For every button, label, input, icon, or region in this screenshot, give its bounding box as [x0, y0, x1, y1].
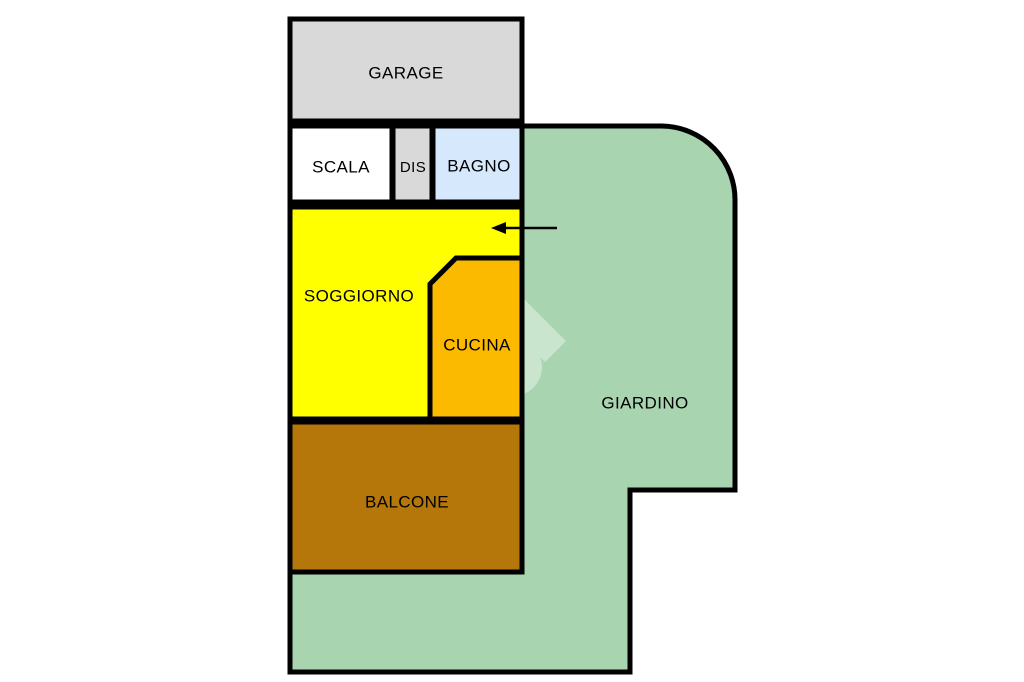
label-giardino: GIARDINO — [601, 393, 688, 412]
balcone-shape — [287, 419, 525, 575]
room-garage[interactable] — [287, 16, 525, 124]
room-cucina[interactable] — [427, 255, 525, 422]
scala-shape — [287, 123, 395, 205]
entrance-arrow-head-icon — [491, 222, 506, 234]
room-balcone[interactable] — [287, 419, 525, 575]
room-scala[interactable] — [287, 123, 395, 205]
label-bagno: BAGNO — [447, 156, 510, 175]
room-bagno[interactable] — [430, 123, 525, 205]
label-soggiorno: SOGGIORNO — [304, 286, 414, 305]
label-scala: SCALA — [312, 157, 370, 176]
label-cucina: CUCINA — [443, 335, 511, 354]
bagno-shape — [430, 123, 525, 205]
garage-shape — [287, 16, 525, 124]
label-dis: DIS — [400, 159, 426, 176]
label-garage: GARAGE — [368, 63, 443, 82]
entrance-direction-arrow — [491, 222, 557, 234]
cucina-shape — [427, 255, 525, 422]
label-balcone: BALCONE — [365, 492, 449, 511]
